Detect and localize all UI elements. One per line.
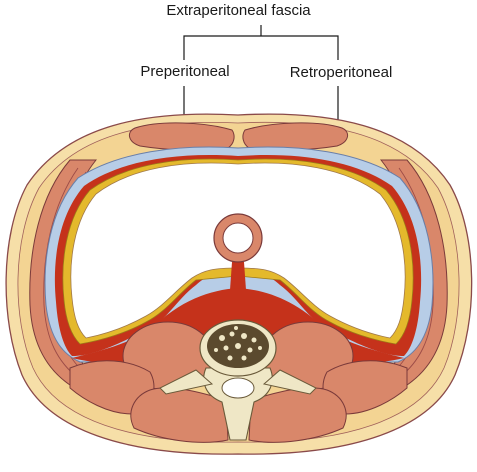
spinal-canal [221, 377, 255, 399]
trabecular-pattern [214, 326, 262, 361]
vessel-lumen [222, 222, 254, 254]
right-rectus-muscle [242, 122, 349, 151]
left-rectus-muscle [128, 122, 235, 151]
vertebral-transverse-processes [159, 369, 317, 395]
retroperitoneal-label: Retroperitoneal [289, 64, 393, 81]
extraperitoneal-fascia-label: Extraperitoneal fascia [166, 2, 311, 19]
left-erector-spinae [130, 387, 229, 443]
preperitoneal-label: Preperitoneal [140, 63, 230, 80]
bracket-line [183, 35, 339, 60]
mesenteric-stalk [230, 262, 246, 290]
